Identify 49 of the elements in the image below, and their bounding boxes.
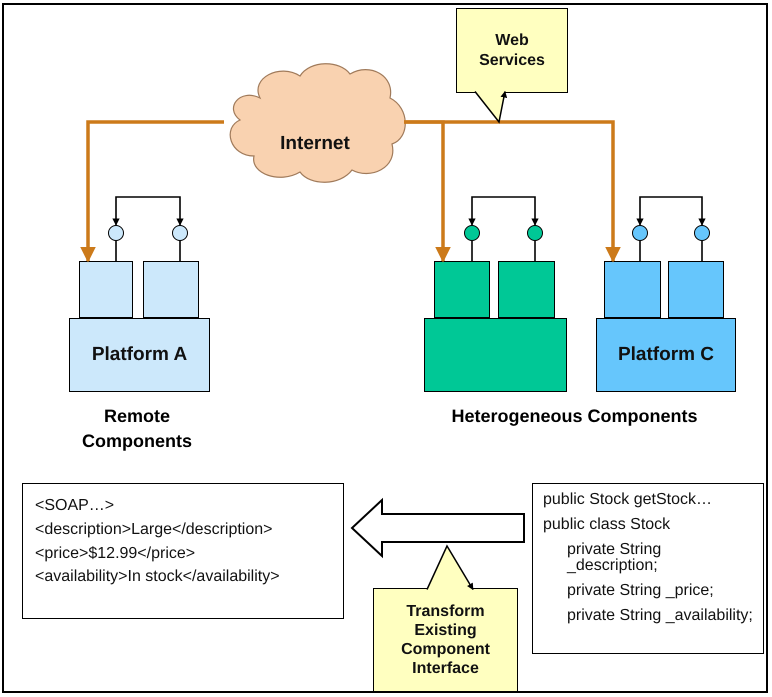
interface-port — [172, 225, 188, 241]
component-box — [498, 261, 555, 318]
platform-box — [424, 318, 567, 392]
soap-message-box — [22, 483, 344, 619]
code-box — [532, 483, 764, 654]
callout-pointer — [474, 90, 508, 124]
callout-pointer — [426, 544, 474, 590]
callout-box — [456, 8, 568, 93]
connector-line — [534, 241, 536, 261]
connector-line — [115, 241, 117, 261]
interface-port — [527, 225, 543, 241]
arrow — [468, 196, 539, 226]
interface-port — [108, 225, 124, 241]
interface-port — [632, 225, 648, 241]
interface-port — [694, 225, 710, 241]
connector-line — [701, 241, 703, 261]
arrow — [112, 196, 184, 226]
connector-line — [471, 241, 473, 261]
platform-box — [596, 318, 736, 392]
code-line: <SOAP…> — [35, 498, 114, 515]
code-line: <description>Large</description> — [35, 522, 272, 539]
code-line: private String _price; — [566, 583, 714, 600]
component-box — [604, 261, 661, 318]
caption: Remote Components — [81, 405, 193, 454]
node-label: Web Services — [478, 31, 546, 70]
callout-box — [373, 588, 518, 692]
node-label: Internet — [279, 132, 351, 156]
component-box — [668, 261, 724, 318]
arrow — [636, 196, 706, 226]
node-label: Platform C — [616, 344, 716, 366]
connector-line — [179, 241, 181, 261]
platform-box — [69, 318, 210, 392]
code-line: public class Stock — [543, 516, 670, 534]
component-box — [79, 261, 133, 318]
block-arrow — [350, 498, 525, 558]
interface-port — [464, 225, 480, 241]
connector-line — [639, 241, 641, 261]
node-label: Platform A — [90, 344, 188, 366]
code-line: private String _description; — [566, 542, 662, 576]
node-label: Transform Existing Component Interface — [400, 602, 491, 678]
component-box — [434, 261, 490, 318]
code-line: <availability>In stock</availability> — [35, 569, 280, 586]
code-line: public Stock getStock… — [543, 492, 712, 509]
component-box — [143, 261, 199, 318]
code-line: private String _availability; — [566, 608, 753, 625]
caption: Heterogeneous Components — [450, 405, 699, 428]
arrow — [80, 120, 224, 263]
code-line: <price>$12.99</price> — [35, 546, 196, 562]
arrow — [404, 120, 621, 263]
